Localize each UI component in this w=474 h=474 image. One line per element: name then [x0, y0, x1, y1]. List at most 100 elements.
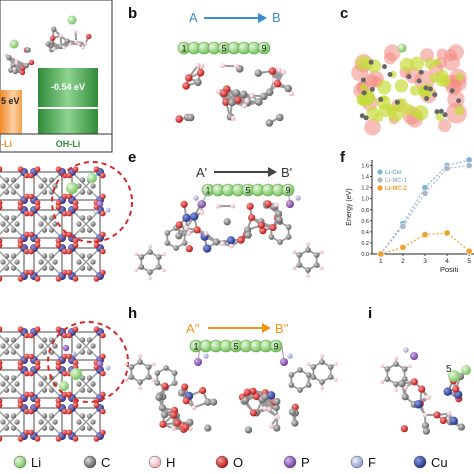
atom-c: [76, 381, 82, 387]
atom-o: [99, 193, 106, 200]
atom-o: [93, 242, 100, 249]
charge-lobe-yellow: [360, 83, 368, 92]
atom-c: [296, 262, 303, 268]
atom-o: [66, 332, 73, 339]
atom-c: [86, 413, 93, 419]
bond: [71, 247, 101, 277]
atom-o: [185, 74, 193, 82]
atom-c: [3, 189, 10, 195]
atom-h: [333, 378, 338, 382]
atom-o: [0, 359, 3, 366]
atom-c: [384, 366, 391, 372]
atom-h: [268, 423, 274, 429]
atom-o: [418, 385, 426, 393]
li-position-mark: 5: [221, 44, 226, 54]
atom-c: [76, 259, 82, 265]
charge-lobe-red: [436, 48, 448, 60]
atom-h: [195, 62, 201, 68]
charge-core: [418, 69, 424, 75]
atom-o: [55, 275, 62, 282]
atom-c: [265, 88, 274, 96]
atom-o: [17, 199, 24, 206]
data-point: [421, 231, 429, 239]
atom-h: [161, 252, 166, 256]
legend-marker: [377, 177, 383, 183]
charge-core: [363, 115, 369, 121]
atom-o: [17, 359, 24, 366]
atom-c: [41, 189, 48, 195]
bond: [0, 331, 25, 357]
atom-c: [284, 84, 293, 93]
atom-c: [38, 259, 44, 265]
atom-o: [55, 435, 62, 442]
atom-o: [0, 242, 3, 249]
bond: [287, 189, 291, 205]
atom-h: [228, 243, 234, 249]
atom-c: [313, 252, 320, 258]
charge-lobe-yellow: [373, 112, 384, 122]
legend-label: Li-MC-2: [385, 186, 408, 192]
atom-li: [67, 15, 77, 25]
atom-o: [196, 68, 205, 77]
atom-o: [66, 193, 73, 200]
atom-h: [394, 388, 398, 392]
atom-cu: [182, 213, 191, 223]
atom-h: [280, 69, 286, 75]
atom-o: [66, 172, 73, 179]
atom-c: [305, 247, 311, 253]
atom-li: [87, 173, 97, 183]
atom-h: [151, 378, 156, 382]
atom-p: [96, 360, 104, 368]
atom-o: [17, 435, 24, 442]
atom-c: [164, 240, 171, 246]
atom-o: [55, 326, 62, 333]
panel-i: i 5: [368, 305, 471, 435]
atom-h: [61, 45, 66, 50]
bond: [33, 407, 63, 437]
atom-o: [55, 204, 62, 211]
li-position-mark: 5: [233, 342, 238, 352]
atom-c: [155, 254, 162, 260]
y-tick-label: 0.2: [361, 241, 369, 247]
legend-atom-c: [83, 455, 97, 469]
data-point: [465, 247, 473, 255]
atom-c: [10, 227, 17, 233]
panel-e-to: B': [281, 165, 292, 180]
atom-c: [186, 418, 194, 427]
x-tick-label: 4: [445, 258, 449, 265]
atom-c: [10, 62, 16, 68]
atom-c: [255, 98, 263, 106]
atom-c: [277, 239, 283, 245]
panel-a-left-bar: [0, 90, 22, 134]
atom-o: [93, 166, 100, 173]
legend-marker: [377, 185, 383, 191]
charge-lobe-yellow: [386, 103, 398, 116]
charge-core: [424, 95, 430, 101]
atom-o: [34, 435, 41, 442]
panel-d: [0, 161, 133, 282]
atom-h: [274, 202, 279, 208]
charge-lobe-yellow: [356, 56, 371, 71]
atom-o: [181, 383, 189, 391]
atom-o: [17, 397, 24, 404]
atom-c: [14, 259, 20, 265]
atom-c: [138, 254, 145, 260]
atom-h: [333, 362, 338, 366]
atom-c: [10, 253, 17, 259]
atom-c: [23, 62, 30, 69]
atom-c: [79, 189, 86, 195]
atom-o: [66, 353, 73, 360]
atom-cu: [443, 387, 452, 396]
li-position-mark: 5: [245, 186, 250, 196]
atom-h: [199, 209, 205, 215]
x-axis-label: Positi: [440, 265, 459, 274]
charge-core: [427, 86, 433, 92]
atom-c: [3, 215, 10, 221]
atom-o: [0, 204, 3, 211]
x-tick-label: 5: [467, 258, 471, 265]
atom-c: [41, 375, 48, 381]
atom-h: [138, 354, 142, 358]
atom-o: [17, 326, 24, 333]
